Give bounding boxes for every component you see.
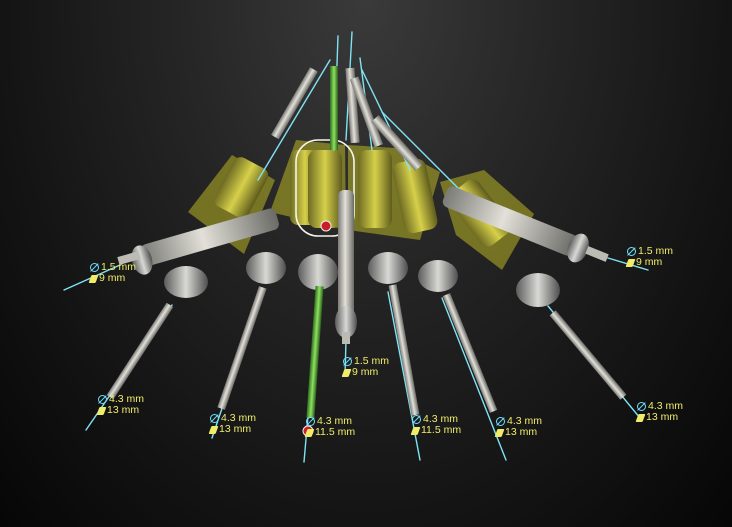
length-value: 11.5 mm [421, 424, 462, 436]
diameter-icon [412, 415, 421, 424]
length-value: 13 mm [646, 411, 679, 423]
length-value: 13 mm [219, 423, 252, 435]
shaft-upper-right-2[interactable] [371, 115, 423, 171]
length-value: 11.5 mm [315, 426, 356, 438]
diameter-icon [343, 357, 352, 366]
guide-line-3[interactable] [257, 59, 331, 181]
selected-implant-outline[interactable] [295, 139, 355, 237]
diameter-value: 4.3 mm [423, 413, 459, 425]
shaft-lower-left[interactable] [217, 286, 267, 410]
implant-body-center-right[interactable] [358, 150, 392, 228]
collar-far-left[interactable] [164, 266, 208, 298]
shaft-upper-left[interactable] [271, 67, 318, 140]
diameter-icon [496, 417, 505, 426]
dim-label-far-right[interactable]: 4.3 mm 13 mm [635, 400, 684, 423]
shaft-lower-right[interactable] [442, 293, 498, 413]
lower-shafts [106, 284, 627, 419]
length-value: 9 mm [99, 272, 126, 284]
diameter-value: 4.3 mm [648, 400, 684, 412]
angled-implant-left[interactable] [117, 207, 280, 277]
dim-label-left[interactable]: 4.3 mm 13 mm [208, 412, 257, 435]
length-icon [304, 428, 315, 437]
length-icon [88, 274, 99, 283]
guide-line-6[interactable] [381, 111, 461, 191]
diameter-icon [210, 414, 219, 423]
diameter-value: 4.3 mm [221, 412, 257, 424]
diameter-icon [98, 395, 107, 404]
length-value: 9 mm [636, 256, 663, 268]
shaft-upper-center-green[interactable] [330, 66, 338, 150]
length-value: 13 mm [505, 426, 538, 438]
diameter-value: 1.5 mm [354, 355, 390, 367]
abutment-collars [164, 252, 560, 307]
center-short-implant[interactable] [335, 190, 357, 344]
diameter-icon [627, 247, 636, 256]
collar-right[interactable] [418, 260, 458, 292]
length-icon [341, 368, 352, 377]
implant-body-right[interactable] [391, 157, 439, 234]
dim-label-center-short[interactable]: 1.5 mm 9 mm [341, 355, 390, 378]
length-icon [635, 413, 646, 422]
upper-shafts [271, 66, 423, 171]
length-icon [625, 258, 636, 267]
shaft-upper-right-1[interactable] [349, 76, 384, 148]
shaft-upper-center-right[interactable] [345, 67, 360, 144]
implant-bodies [212, 150, 511, 247]
diameter-icon [90, 263, 99, 272]
dim-label-right[interactable]: 4.3 mm 13 mm [494, 415, 543, 438]
collar-left[interactable] [246, 252, 286, 284]
length-icon [410, 426, 421, 435]
marker-center-upper[interactable] [320, 220, 332, 232]
diameter-value: 4.3 mm [507, 415, 543, 427]
shaft-lower-far-right[interactable] [549, 310, 627, 400]
dim-label-center-right[interactable]: 4.3 mm 11.5 mm [410, 413, 462, 436]
shaft-lower-far-left[interactable] [106, 302, 174, 400]
dim-label-right-angled[interactable]: 1.5 mm 9 mm [625, 245, 674, 268]
length-value: 13 mm [107, 404, 140, 416]
implant-body-left[interactable] [212, 154, 271, 220]
diameter-icon [306, 417, 315, 426]
diameter-value: 1.5 mm [101, 261, 137, 273]
length-icon [494, 428, 505, 437]
collar-center-right[interactable] [368, 252, 408, 284]
angled-implant-right[interactable] [441, 185, 609, 266]
collar-center[interactable] [298, 254, 338, 290]
length-value: 9 mm [352, 366, 379, 378]
diameter-value: 1.5 mm [638, 245, 674, 257]
implant-body-center[interactable] [308, 150, 342, 228]
dim-label-center[interactable]: 4.3 mm 11.5 mm [304, 415, 356, 438]
shaft-lower-center-right[interactable] [388, 284, 420, 416]
dim-label-left-angled[interactable]: 1.5 mm 9 mm [88, 261, 137, 284]
diameter-value: 4.3 mm [109, 393, 145, 405]
length-icon [208, 425, 219, 434]
shaft-lower-center-green[interactable] [306, 285, 324, 419]
diameter-value: 4.3 mm [317, 415, 353, 427]
diameter-icon [637, 402, 646, 411]
dim-label-far-left[interactable]: 4.3 mm 13 mm [96, 393, 145, 416]
collar-far-right[interactable] [516, 273, 560, 307]
length-icon [96, 406, 107, 415]
